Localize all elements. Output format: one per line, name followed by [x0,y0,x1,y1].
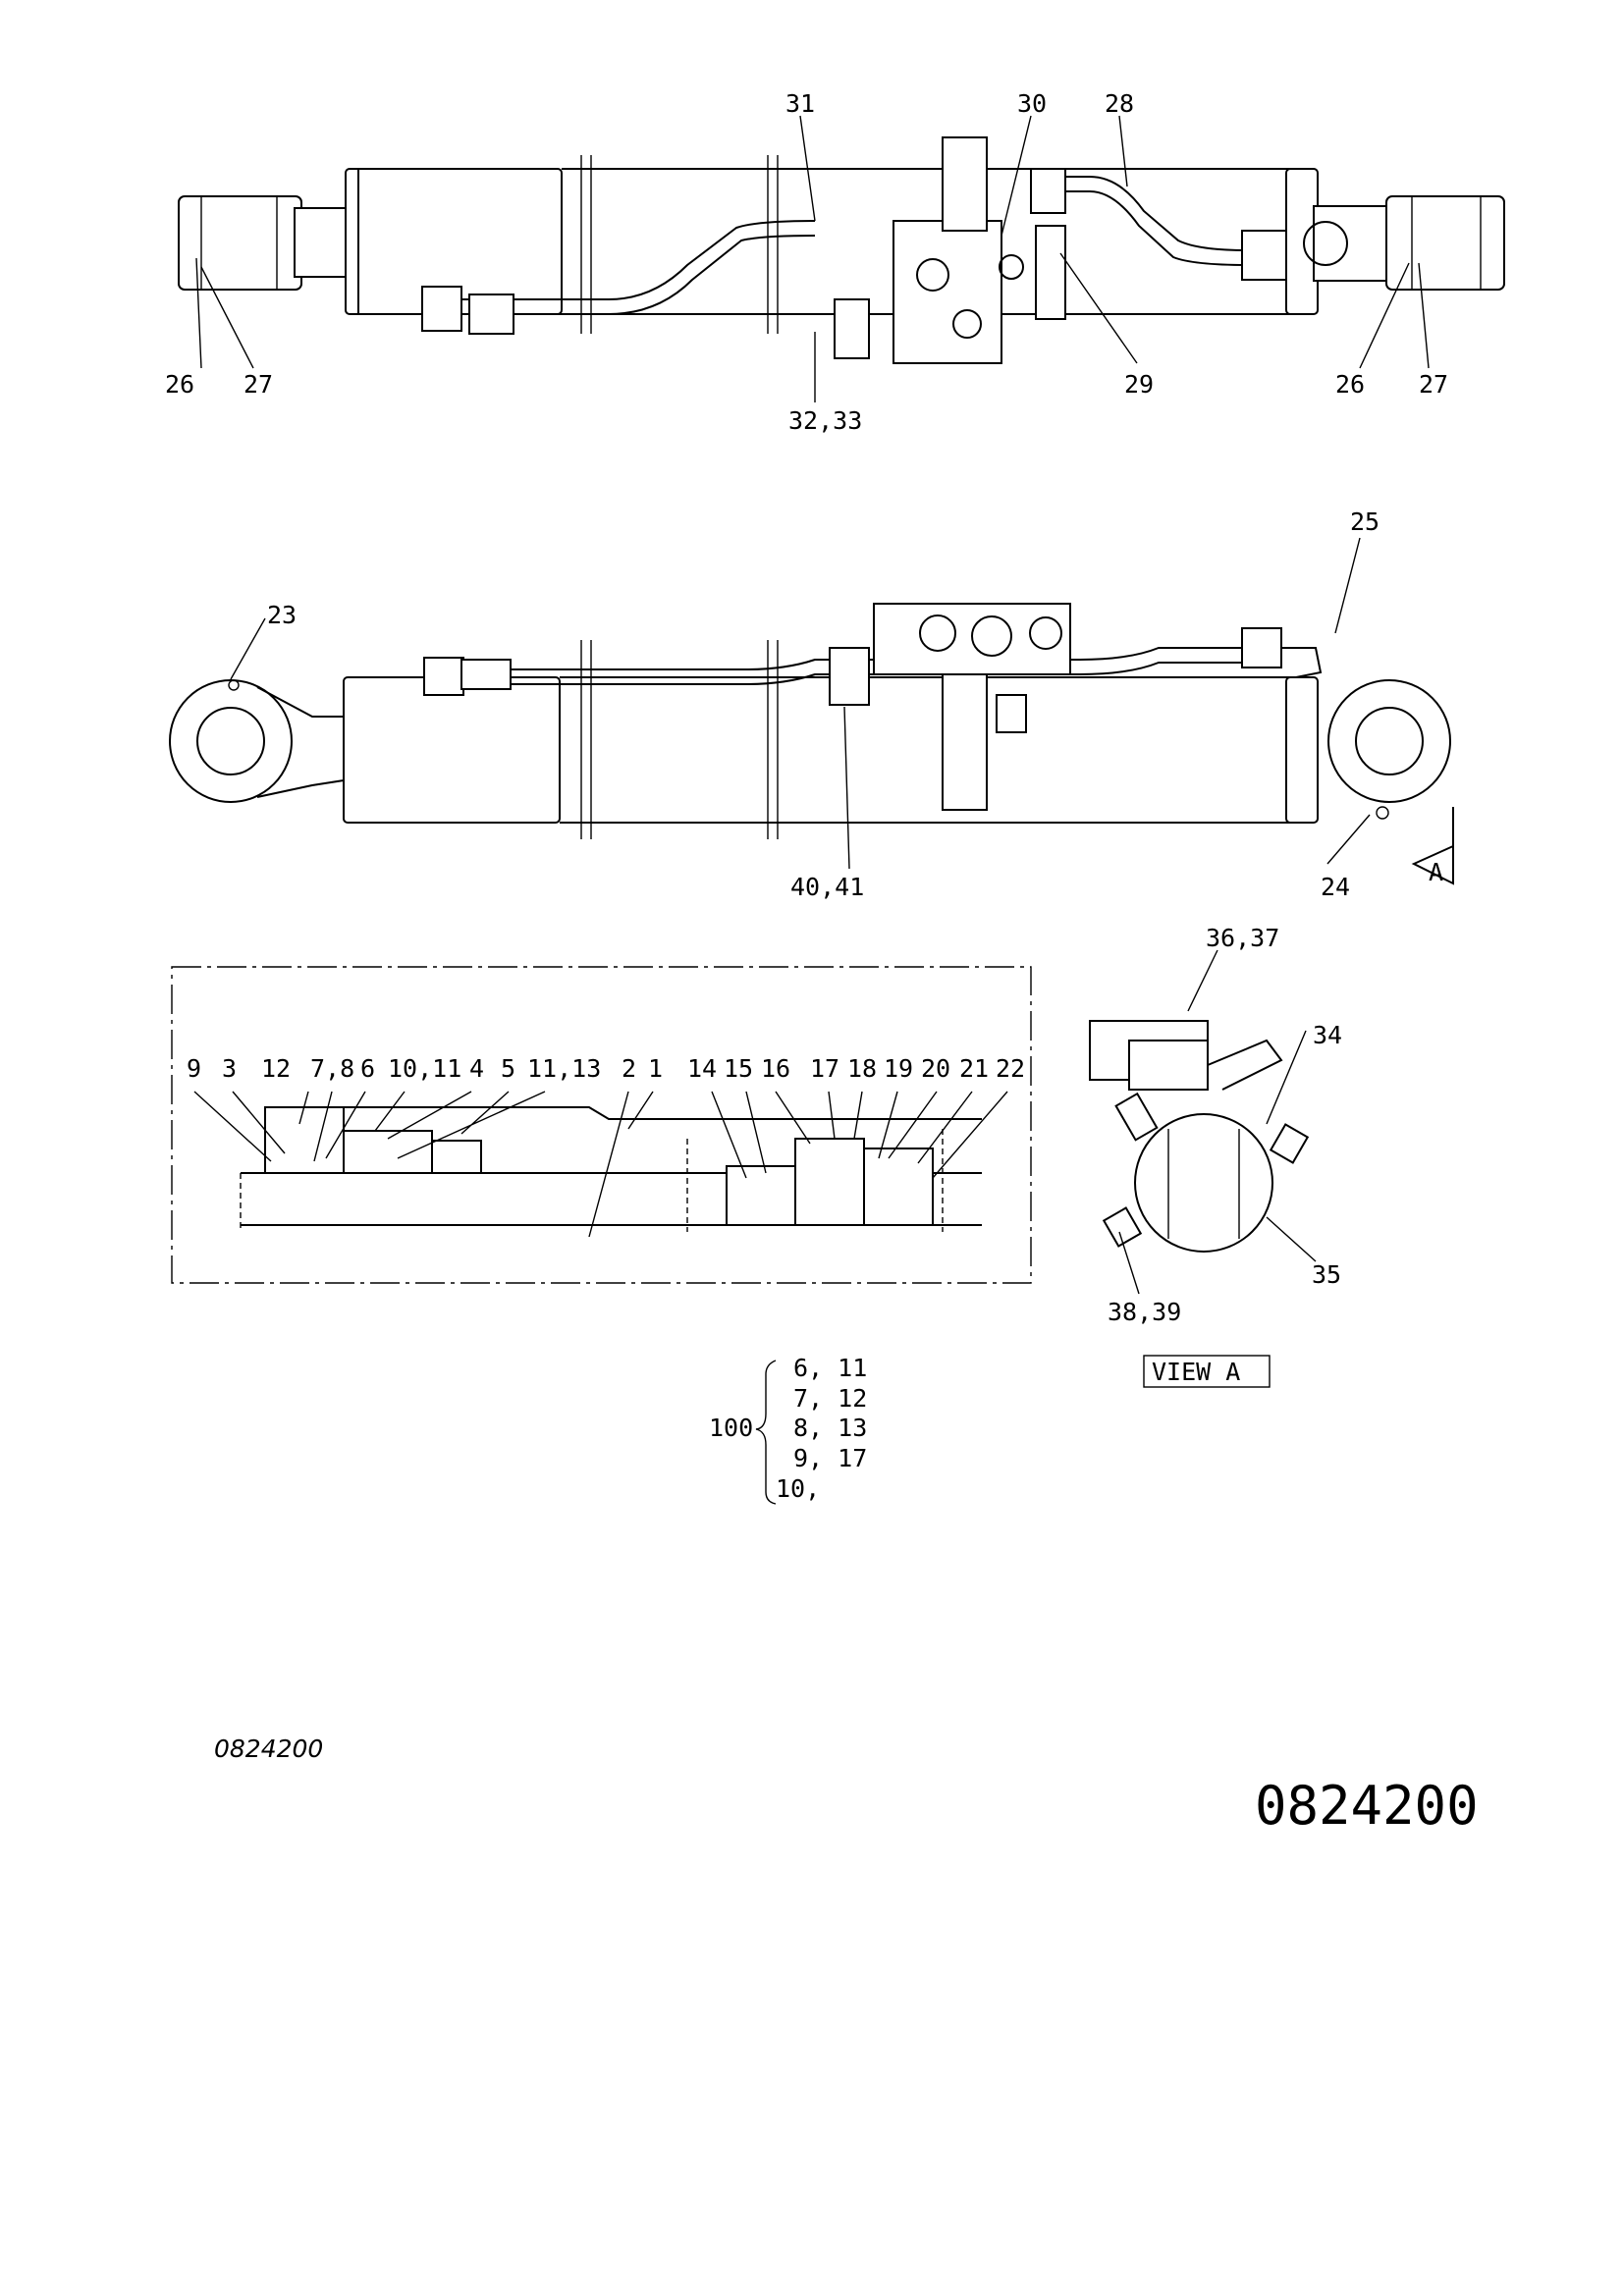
callout-29: 29 [1124,370,1154,399]
cap-neck [1313,205,1393,282]
section-callout-20: 20 [921,1054,950,1083]
side-fitting-mid [829,647,870,706]
valve-port-right [1035,225,1066,320]
section-frame [171,966,1032,1284]
callout-35: 35 [1312,1260,1341,1289]
callout-labels: 31 30 28 26 27 32,33 29 26 27 25 23 40,4… [165,89,1448,1326]
section-callout-18: 18 [847,1054,877,1083]
pipe-elbow-left [421,286,462,332]
callout-leaders [195,115,1430,870]
callout-27-right: 27 [1419,370,1448,399]
fitting-right [1241,230,1287,281]
callout-28: 28 [1105,89,1134,118]
rod-eye-right [1327,679,1451,803]
callout-40-41: 40,41 [790,873,864,901]
top-view [178,136,1505,364]
valve-fitting-lower [834,298,870,359]
kit-row: 10, [776,1474,820,1503]
section-callout-2: 2 [622,1054,636,1083]
section-callout-11-13: 11,13 [527,1054,601,1083]
pipe-elbow-right [1030,168,1066,214]
kit-row: 9, 17 [793,1444,867,1472]
valve-block [893,220,1002,364]
view-label: VIEW A [1152,1358,1240,1386]
callout-26-right: 26 [1335,370,1365,399]
valve-bracket [942,136,988,232]
fitting-left [468,294,514,335]
kit-brace [755,1360,777,1505]
section-callout-1: 1 [648,1054,663,1083]
callout-32-33: 32,33 [788,406,862,435]
callout-26-left: 26 [165,370,194,399]
section-callout-6: 6 [360,1054,375,1083]
section-callout-22: 22 [996,1054,1025,1083]
kit-row: 8, 13 [793,1414,867,1442]
section-callout-19: 19 [884,1054,913,1083]
hydraulic-pipe-left [444,220,816,300]
kit-row: 7, 12 [793,1384,867,1413]
hydraulic-pipe-right [1065,176,1248,251]
rod-end-right [1385,195,1505,291]
kit-number: 100 [709,1414,753,1442]
callout-36-37: 36,37 [1206,924,1279,952]
drawing-number-small: 0824200 [214,1735,323,1763]
section-callout-7-8: 7,8 [310,1054,354,1083]
view-a-marker: A [1429,858,1443,886]
callout-31: 31 [785,89,815,118]
section-callout-17: 17 [810,1054,839,1083]
side-view [169,603,1454,885]
view-label-box [1143,1355,1271,1388]
side-cylinder-head [343,676,561,824]
view-a-barrel [1134,1113,1273,1253]
section-callout-3: 3 [222,1054,237,1083]
callout-25: 25 [1350,507,1380,536]
section-callout-10-11: 10,11 [388,1054,461,1083]
callout-27-left: 27 [243,370,273,399]
section-callout-15: 15 [724,1054,753,1083]
section-callout-21: 21 [959,1054,989,1083]
callout-30: 30 [1017,89,1047,118]
side-fitting-left [460,659,512,690]
drawing-number-large: 0824200 [1255,1775,1479,1837]
view-a-arrow [1411,807,1454,885]
section-callout-9: 9 [187,1054,201,1083]
section-view [171,966,1032,1284]
callout-23: 23 [267,601,297,629]
callout-24: 24 [1321,873,1350,901]
view-a-detail [1089,949,1317,1295]
section-callout-5: 5 [501,1054,515,1083]
side-cylinder-cap [1285,676,1319,824]
side-elbow-left [423,657,464,696]
section-callout-14: 14 [687,1054,717,1083]
seal-kit-list: 100 6, 11 7, 12 8, 13 9, 17 10, [709,1354,867,1505]
section-piston [726,1165,796,1226]
rod-end-neck [294,207,350,278]
kit-row: 6, 11 [793,1354,867,1382]
side-fitting-right [1241,627,1282,668]
section-callout-4: 4 [469,1054,484,1083]
rod-eye-left [169,679,293,803]
clamp-band [942,667,988,811]
section-gland [264,1106,345,1174]
side-pipe [511,647,1247,670]
clamp-bolt [996,694,1027,733]
callout-34: 34 [1313,1021,1342,1049]
callout-38-39: 38,39 [1108,1298,1181,1326]
section-callout-12: 12 [261,1054,291,1083]
section-callout-16: 16 [761,1054,790,1083]
